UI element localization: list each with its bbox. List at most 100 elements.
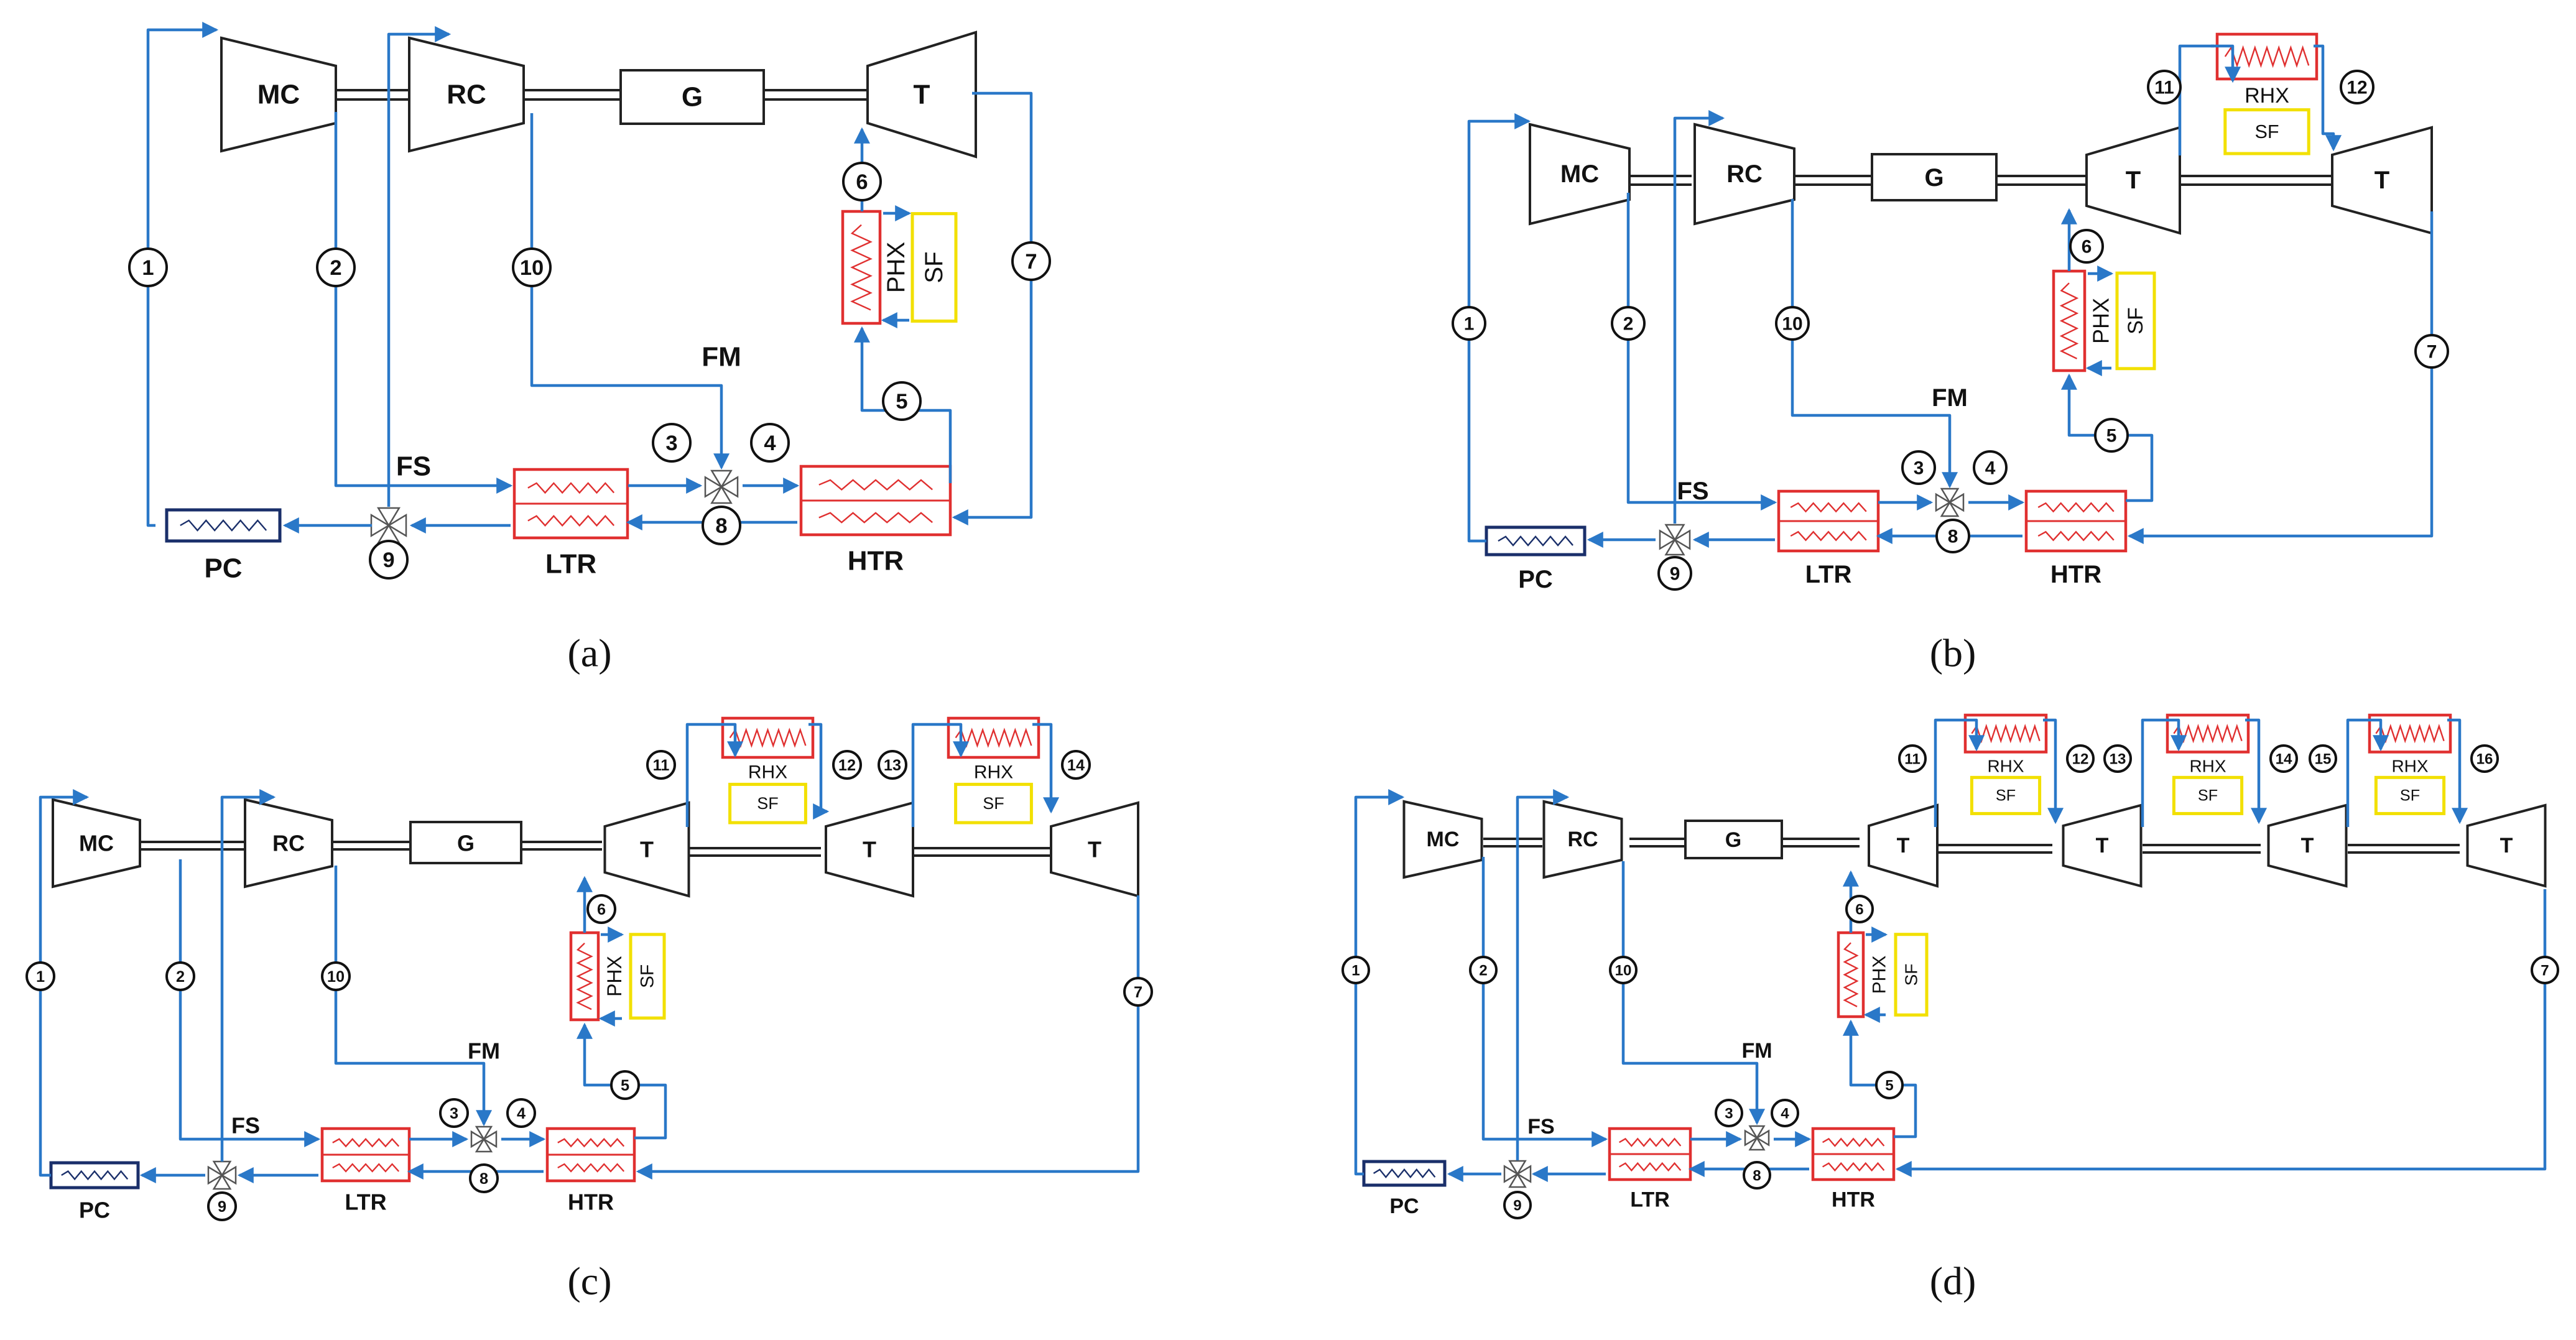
b-rhx-coil <box>2224 45 2310 68</box>
htr-cold-coil <box>818 512 933 524</box>
c-sf-label: SF <box>757 794 779 813</box>
a-phx-coil <box>850 224 873 311</box>
state-7-circle <box>2414 334 2449 369</box>
state-2: 2 <box>1479 963 1487 979</box>
pipe-2 <box>178 859 321 1147</box>
precooler-coil <box>1498 535 1573 547</box>
generator <box>619 69 765 125</box>
caption-c: (c) <box>567 1259 611 1303</box>
state-7: 7 <box>2427 342 2437 363</box>
state-11: 11 <box>1904 751 1920 768</box>
c-phx-coil <box>576 942 593 1010</box>
state-14-circle <box>1061 750 1091 780</box>
ltr-hot-coil <box>332 1138 400 1148</box>
precooler-label: PC <box>1518 566 1553 593</box>
main-compressor-label: MC <box>257 80 300 110</box>
pipe-10 <box>530 113 730 470</box>
htr-hot-coil <box>2037 502 2115 513</box>
state-8-circle <box>702 506 741 545</box>
turbine <box>866 30 977 159</box>
state-5: 5 <box>2106 426 2117 446</box>
recompressor-label: RC <box>447 80 486 110</box>
state-6-circle <box>1845 895 1874 923</box>
state-9-circle <box>1503 1191 1532 1219</box>
a-sf-label: SF <box>920 251 948 283</box>
state-11-circle <box>2147 70 2182 104</box>
turbine-ip <box>825 801 914 898</box>
pipe-2 <box>334 112 513 494</box>
turbine-4-label: T <box>2500 834 2513 857</box>
turbine-ip-label: T <box>863 837 876 862</box>
pipe-12-a <box>2314 44 2325 81</box>
ltr-label: LTR <box>1805 561 1852 588</box>
state-10-circle <box>512 247 552 287</box>
state-4: 4 <box>517 1105 526 1122</box>
state-10-circle <box>1775 306 1810 341</box>
state-5-circle <box>1875 1071 1904 1099</box>
ltr-label: LTR <box>345 1190 386 1215</box>
a-sf <box>910 212 958 323</box>
generator-label: G <box>1725 828 1741 852</box>
state-12: 12 <box>838 757 856 774</box>
state-4-circle <box>506 1098 536 1128</box>
b-sf <box>2115 271 2156 371</box>
d2-sf-label: SF <box>2198 787 2218 804</box>
generator-label: G <box>682 82 703 113</box>
state-12: 12 <box>2347 78 2367 98</box>
flow-merger-valve <box>704 469 739 504</box>
state-2-circle <box>1469 956 1498 984</box>
state-9-circle <box>1657 556 1692 591</box>
c-sf-label: SF <box>983 794 1004 813</box>
generator <box>409 821 522 864</box>
state-8: 8 <box>1753 1168 1761 1185</box>
b-sf-label: SF <box>2124 307 2147 334</box>
state-7: 7 <box>1025 250 1037 274</box>
turbine-hp <box>2085 126 2181 235</box>
state-9-circle <box>207 1191 237 1221</box>
state-5: 5 <box>1885 1078 1893 1094</box>
state-10: 10 <box>1615 963 1632 979</box>
state-2: 2 <box>330 256 341 280</box>
b-rhx-label: RHX <box>2245 84 2289 108</box>
turbine-2-label: T <box>2096 834 2109 857</box>
flow-splitter-label: FS <box>1677 478 1708 505</box>
turbine-lp-label: T <box>1088 837 1101 862</box>
caption-b: (b) <box>1930 631 1976 675</box>
pipe-11 <box>1934 718 1962 827</box>
pipe-11-rhx <box>2211 44 2241 83</box>
state-3-circle <box>439 1098 469 1128</box>
recompressor-label: RC <box>272 831 305 856</box>
state-12-circle <box>2066 744 2095 773</box>
state-15-circle <box>2309 744 2337 773</box>
d-phx-label: PHX <box>1869 956 1890 994</box>
precooler-label: PC <box>79 1198 110 1223</box>
flow-splitter-label: FS <box>231 1113 260 1139</box>
state-8: 8 <box>715 514 727 538</box>
generator <box>1871 153 1998 201</box>
caption-a: (a) <box>567 631 611 675</box>
c-rhx-coil <box>955 728 1032 748</box>
pipe-7 <box>952 91 1033 526</box>
state-11-circle <box>646 750 676 780</box>
flow-splitter-label: FS <box>396 451 431 482</box>
generator-label: G <box>457 831 475 856</box>
recompressor <box>244 798 333 889</box>
pipe-13 <box>911 723 945 827</box>
state-10-circle <box>321 961 351 991</box>
d-phx-coil <box>1843 942 1859 1007</box>
pipe-10 <box>1621 861 1766 1125</box>
state-5: 5 <box>621 1077 629 1094</box>
pipe-5 <box>1842 1019 1917 1139</box>
pipe-11 <box>685 723 720 827</box>
turbine-3 <box>2267 803 2348 888</box>
state-6: 6 <box>597 901 606 918</box>
htr-hot-coil <box>818 479 933 491</box>
turbine-3-label: T <box>2301 834 2314 857</box>
state-7-circle <box>1123 977 1153 1007</box>
state-12: 12 <box>2072 751 2089 768</box>
state-1-circle <box>1452 306 1486 341</box>
state-4: 4 <box>1985 458 1996 479</box>
state-8-circle <box>1935 519 1970 553</box>
